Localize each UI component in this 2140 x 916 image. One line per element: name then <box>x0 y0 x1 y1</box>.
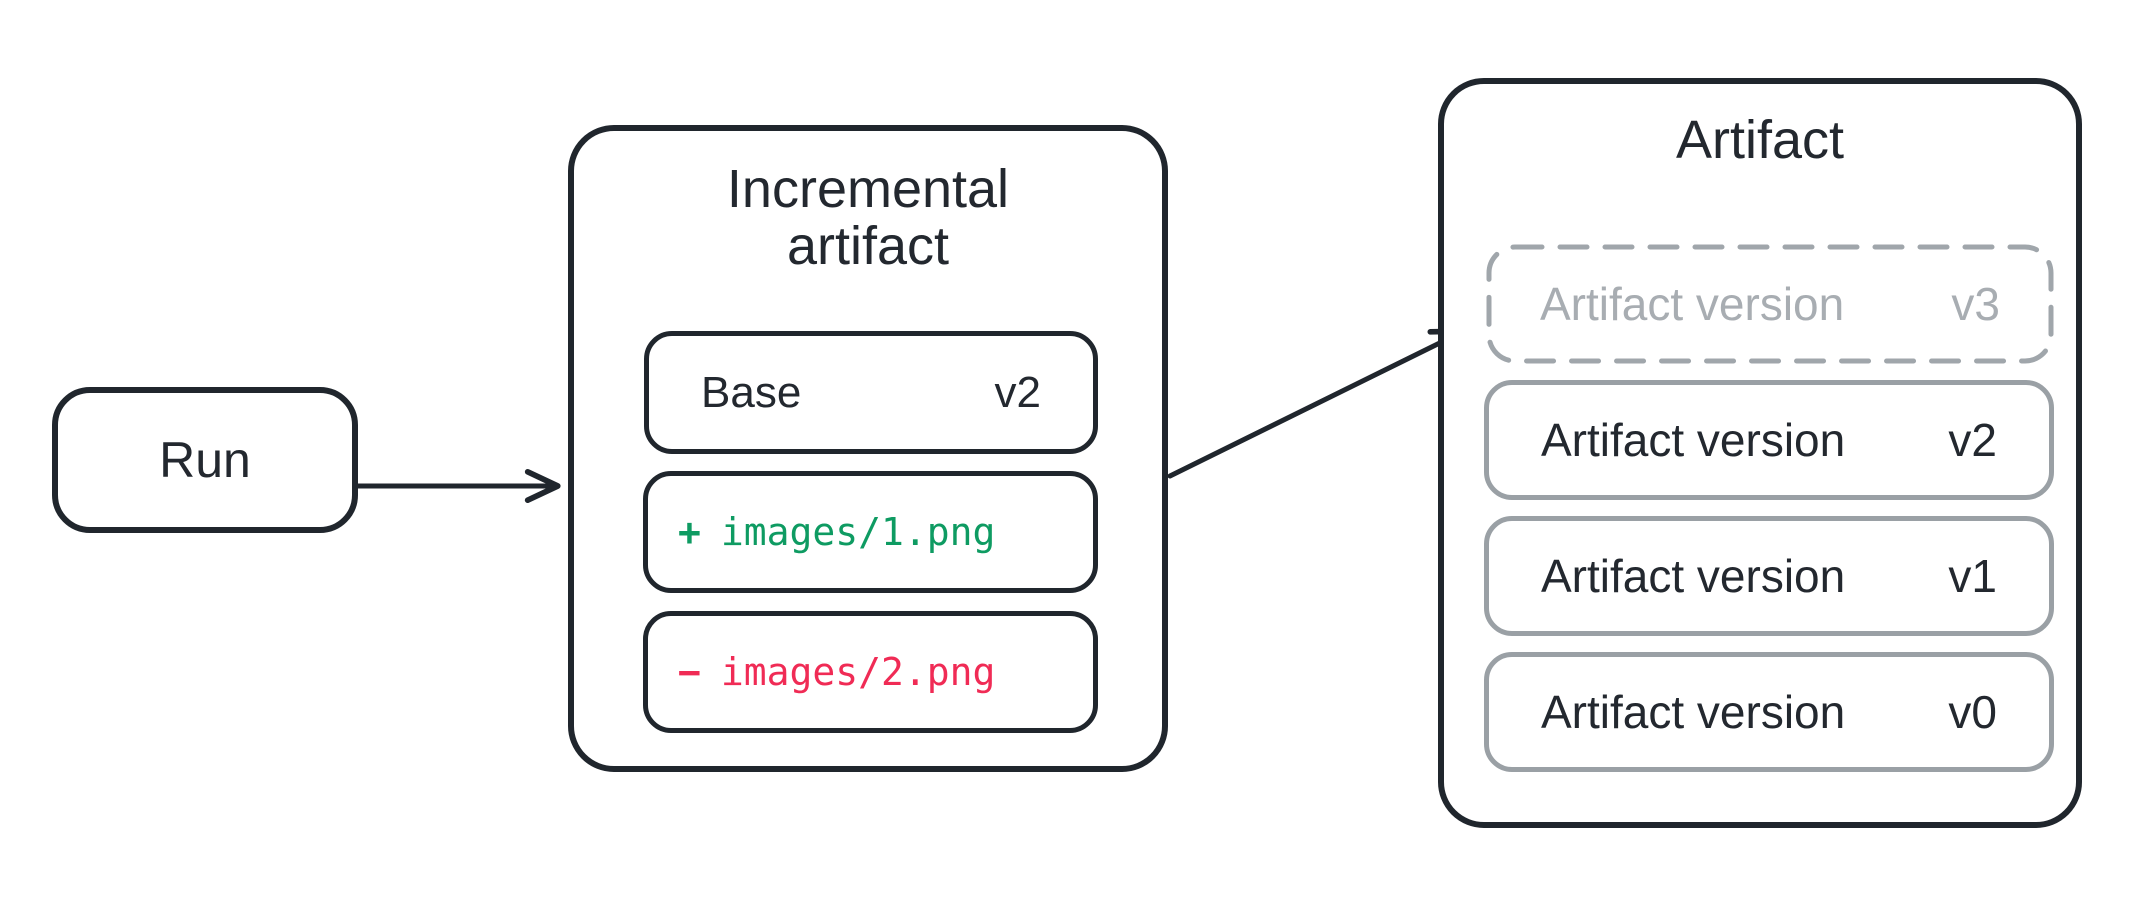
version-number: v2 <box>1948 414 1997 466</box>
base-version: v2 <box>994 367 1041 417</box>
version-label: Artifact version <box>1541 686 1846 738</box>
version-chip: Artifact version v2 <box>1484 380 2054 500</box>
version-chip: Artifact version v1 <box>1484 516 2054 636</box>
base-label: Base <box>701 367 802 417</box>
dashed-border <box>1486 244 2054 364</box>
incremental-artifact-title: Incremental artifact <box>574 131 1162 275</box>
removed-file-chip: − images/2.png <box>643 611 1098 733</box>
version-label: Artifact version <box>1541 550 1846 602</box>
incremental-title-line-1: Incremental <box>726 159 1010 219</box>
version-number: v0 <box>1948 686 1997 738</box>
pending-version-label: Artifact version <box>1540 278 1845 330</box>
plus-icon: + <box>678 510 701 554</box>
pending-version-chip: Artifact version v3 <box>1486 244 2054 364</box>
run-node: Run <box>52 387 358 533</box>
artifact-title: Artifact <box>1675 110 1845 170</box>
incremental-artifact-node: Incremental artifact Base v2 + images/1.… <box>568 125 1168 772</box>
added-file-path: images/1.png <box>720 510 996 554</box>
base-version-chip: Base v2 <box>644 331 1098 454</box>
removed-file-path: images/2.png <box>720 650 996 694</box>
artifact-node: Artifact Artifact version v3 Artifact ve… <box>1438 78 2082 828</box>
run-label: Run <box>159 432 251 488</box>
arrow-incremental-to-artifact-version <box>1167 328 1467 479</box>
incremental-title-line-2: artifact <box>786 216 950 277</box>
version-chip: Artifact version v0 <box>1484 652 2054 772</box>
version-label: Artifact version <box>1541 414 1846 466</box>
version-number: v1 <box>1948 550 1997 602</box>
pending-version-number: v3 <box>1951 278 2000 330</box>
minus-icon: − <box>678 650 701 694</box>
added-file-chip: + images/1.png <box>643 471 1098 593</box>
